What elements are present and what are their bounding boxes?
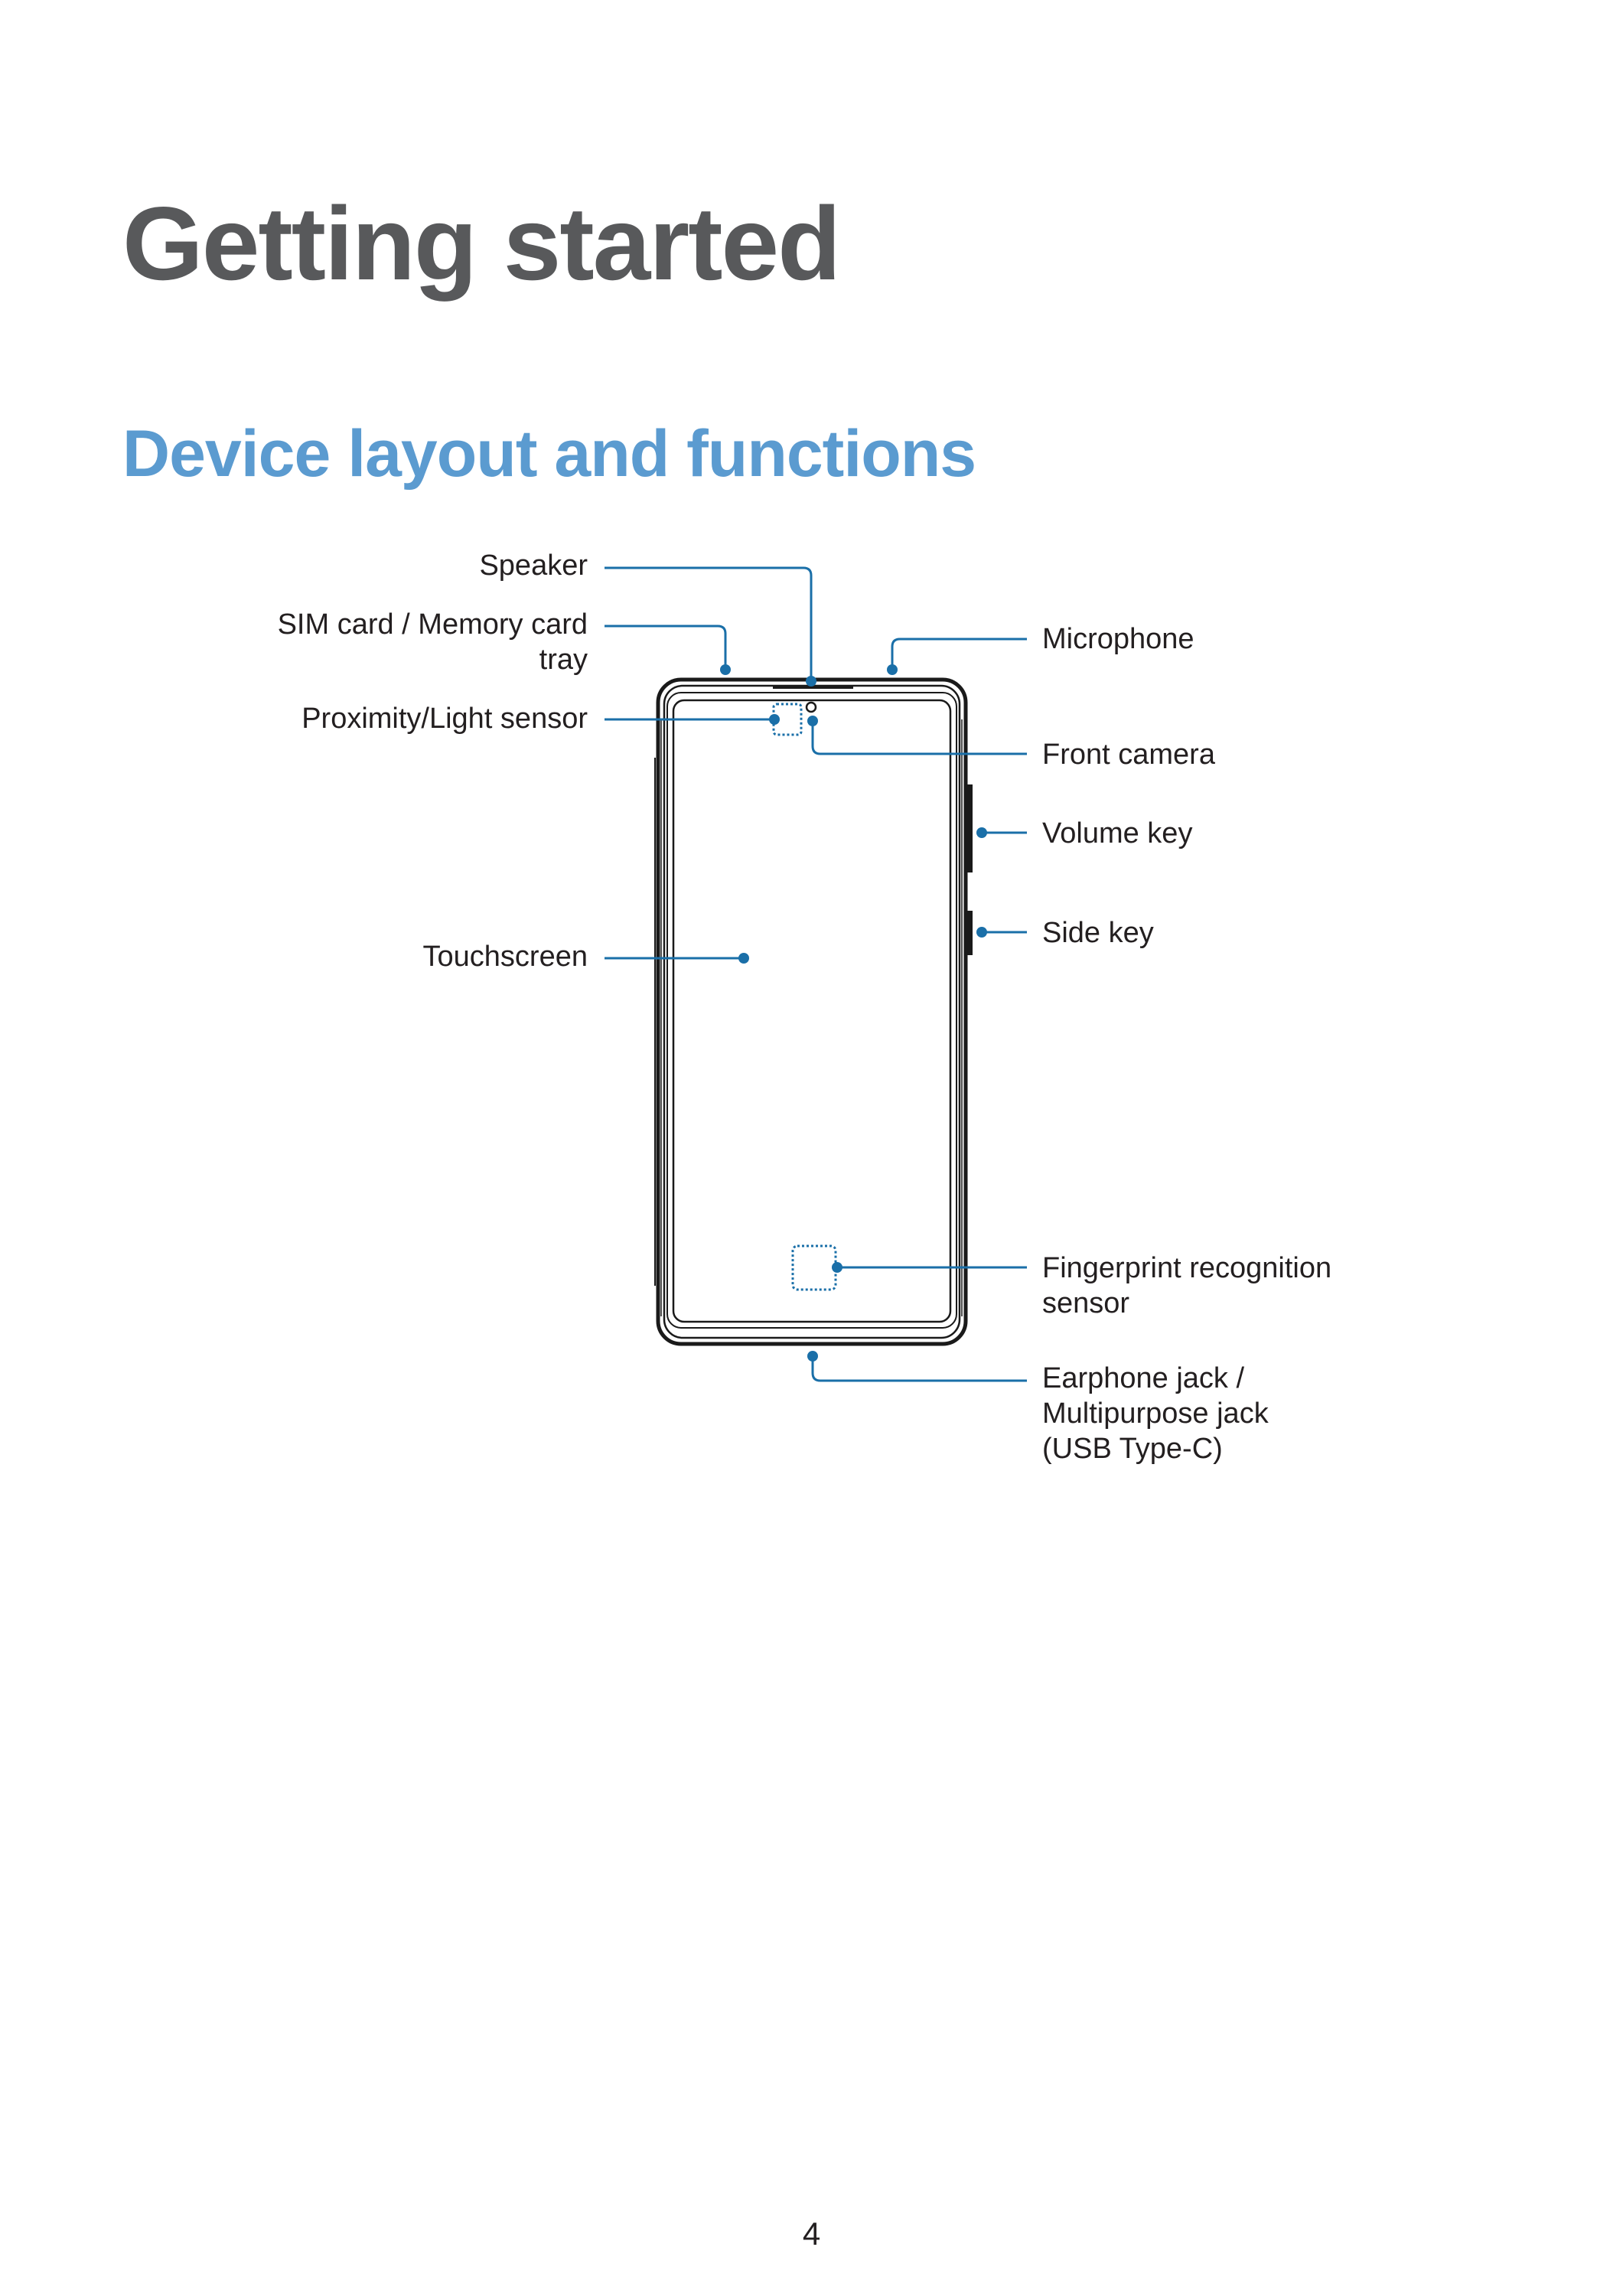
callout-dot-microphone	[887, 664, 898, 675]
callout-dot-touchscreen	[738, 953, 749, 964]
callout-speaker	[605, 566, 813, 681]
callout-dot-earphone-jack	[807, 1351, 818, 1362]
label-fingerprint-line2: sensor	[1042, 1287, 1130, 1319]
page-title: Getting started	[122, 185, 841, 302]
page-number: 4	[802, 2216, 821, 2252]
label-sim-tray: SIM card / Memory card tray	[278, 607, 588, 677]
front-camera-hole	[805, 701, 817, 713]
side-key	[965, 911, 973, 955]
label-front-camera-text: Front camera	[1042, 739, 1215, 771]
label-front-camera: Front camera	[1042, 737, 1215, 772]
callout-dot-front-camera	[807, 716, 818, 726]
callout-dot-volume-key	[976, 827, 987, 838]
label-volume-key: Volume key	[1042, 816, 1192, 851]
label-speaker: Speaker	[479, 548, 588, 583]
label-sim-tray-line2: tray	[539, 644, 588, 676]
label-touchscreen: Touchscreen	[423, 939, 588, 974]
callout-dot-sim-tray	[720, 664, 731, 675]
label-proximity-sensor: Proximity/Light sensor	[301, 701, 588, 736]
label-fingerprint-line1: Fingerprint recognition	[1042, 1252, 1332, 1284]
label-microphone: Microphone	[1042, 621, 1194, 657]
label-earphone-jack: Earphone jack / Multipurpose jack (USB T…	[1042, 1361, 1269, 1466]
callout-dot-fingerprint	[832, 1262, 842, 1273]
callout-sim-tray	[605, 625, 727, 670]
label-side-key-text: Side key	[1042, 917, 1154, 949]
volume-key	[965, 784, 973, 872]
label-sim-tray-line1: SIM card / Memory card	[277, 608, 588, 641]
touchscreen-display	[672, 699, 952, 1323]
callout-earphone-jack	[811, 1356, 1027, 1382]
callout-dot-side-key	[976, 927, 987, 938]
section-title: Device layout and functions	[122, 417, 976, 491]
callout-dot-speaker	[806, 676, 816, 687]
label-proximity-sensor-text: Proximity/Light sensor	[301, 703, 588, 735]
phone-bezel	[666, 692, 957, 1329]
label-volume-key-text: Volume key	[1042, 817, 1193, 850]
callout-dot-proximity	[769, 714, 780, 725]
label-side-key: Side key	[1042, 915, 1154, 951]
label-speaker-text: Speaker	[479, 550, 588, 582]
callout-front-camera	[811, 721, 1027, 755]
label-jack-line2: Multipurpose jack	[1042, 1397, 1269, 1430]
label-jack-line1: Earphone jack /	[1042, 1362, 1245, 1394]
label-touchscreen-text: Touchscreen	[422, 941, 588, 973]
label-microphone-text: Microphone	[1042, 623, 1194, 655]
label-fingerprint-sensor: Fingerprint recognition sensor	[1042, 1251, 1331, 1321]
callout-microphone	[891, 638, 1027, 670]
label-jack-line3: (USB Type-C)	[1042, 1433, 1223, 1465]
